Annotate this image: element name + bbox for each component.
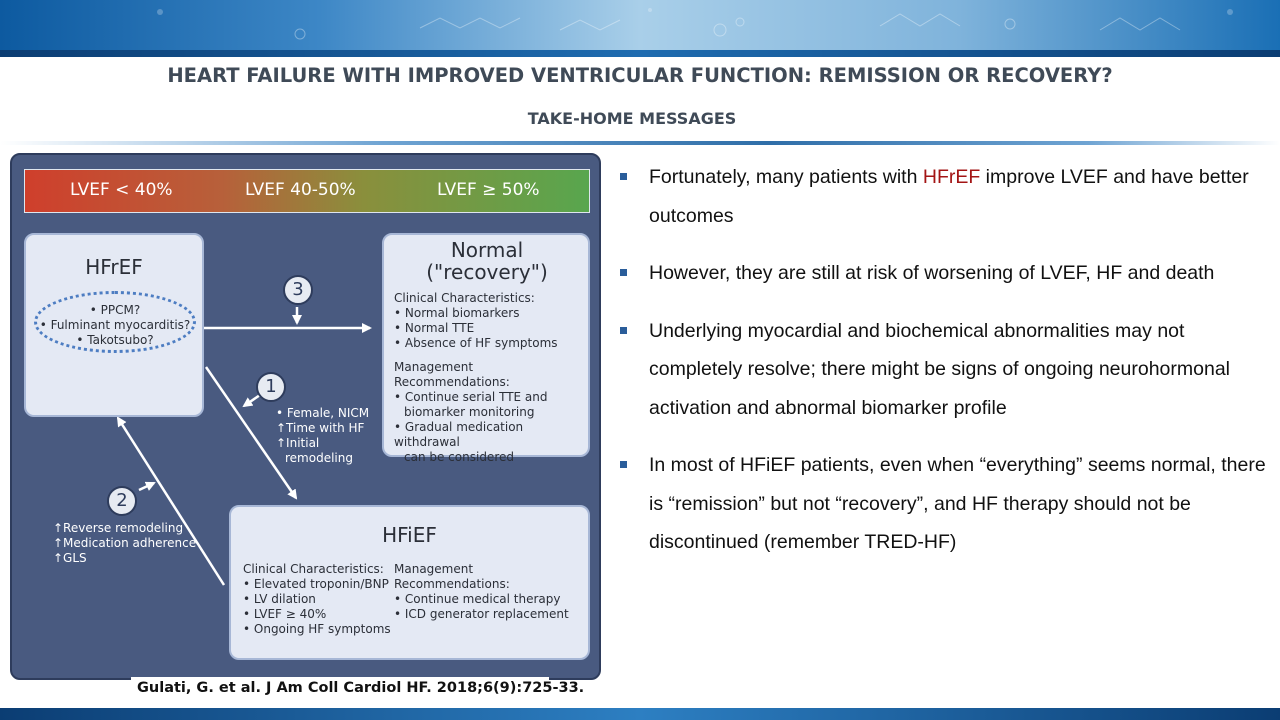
bullet-highlight: HFrEF: [922, 166, 981, 188]
bullet-text: In most of HFiEF patients, even when “ev…: [649, 454, 1266, 553]
title-divider: [0, 141, 1280, 145]
lvef-label-low: LVEF < 40%: [70, 180, 173, 200]
hfief-management-column: Management Recommendations: • Continue m…: [394, 562, 588, 622]
lvef-gradient-bar: LVEF < 40% LVEF 40-50% LVEF ≥ 50%: [24, 169, 590, 213]
hfief-clinical-column: Clinical Characteristics: • Elevated tro…: [243, 562, 391, 637]
pathway-1-factors: • Female, NICM ↑Time with HF ↑Initial re…: [276, 406, 369, 466]
arrow-hfref-to-hfief: [204, 366, 298, 500]
arrow-pointer-1: [242, 393, 261, 408]
arrow-hfief-to-hfref: [116, 416, 226, 586]
step-number-2: 2: [107, 486, 137, 516]
factor-text: remodeling: [285, 451, 353, 465]
lvef-label-mid: LVEF 40-50%: [245, 180, 356, 200]
hfref-title: HFrEF: [85, 255, 143, 279]
hfref-box: HFrEF • PPCM? • Fulminant myocarditis? •…: [24, 233, 204, 417]
square-bullet-icon: [620, 269, 627, 276]
top-banner: [0, 0, 1280, 50]
molecule-pattern-icon: [157, 8, 1233, 40]
normal-recovery-box: Normal ("recovery") Clinical Characteris…: [382, 233, 590, 464]
bullet-text: Fortunately, many patients with: [649, 166, 923, 188]
factor-text: ↑Reverse remodeling: [53, 521, 184, 535]
normal-clinical-item: • Absence of HF symptoms: [394, 336, 558, 350]
normal-clinical-item: • Normal biomarkers: [394, 306, 520, 320]
take-home-bullets: Fortunately, many patients with HFrEF im…: [620, 158, 1275, 581]
factor-text: • Female, NICM: [276, 406, 370, 420]
hfief-title: HFiEF: [382, 523, 437, 547]
factor-text: ↑GLS: [53, 551, 87, 565]
hfief-box: HFiEF Clinical Characteristics: • Elevat…: [229, 505, 590, 660]
normal-management-item: biomarker monitoring: [404, 405, 535, 419]
square-bullet-icon: [620, 461, 627, 468]
bullet-text: improve LVEF and have better outcomes: [649, 166, 1249, 227]
bullet-item: In most of HFiEF patients, even when “ev…: [620, 446, 1275, 562]
pathway-2-factors: ↑Reverse remodeling ↑Medication adherenc…: [53, 521, 196, 566]
normal-management-item: • Gradual medication withdrawal: [394, 420, 524, 449]
square-bullet-icon: [620, 173, 627, 180]
normal-subtitle: ("recovery"): [426, 260, 548, 284]
normal-management-item: • Continue serial TTE and: [394, 390, 548, 404]
hfief-clinical-heading: Clinical Characteristics:: [243, 562, 384, 576]
square-bullet-icon: [620, 326, 627, 334]
hfief-clinical-item: • Ongoing HF symptoms: [243, 622, 391, 636]
step-number-1: 1: [256, 372, 286, 402]
bullet-item: Underlying myocardial and biochemical ab…: [620, 312, 1275, 428]
arrow-pointer-2: [138, 481, 156, 492]
banner-stripe: [0, 50, 1280, 57]
diagram-arrows: [116, 307, 372, 586]
bottom-banner: [0, 708, 1280, 720]
normal-title: Normal: [450, 238, 524, 262]
hfief-clinical-item: • Elevated troponin/BNP: [243, 577, 389, 591]
slide-subtitle: TAKE-HOME MESSAGES: [527, 109, 737, 128]
hfref-cause-myocarditis: • Fulminant myocarditis?: [39, 318, 191, 332]
lvef-label-high: LVEF ≥ 50%: [437, 180, 540, 200]
hfief-management-heading: Management Recommendations:: [394, 562, 510, 591]
factor-text: ↑Initial: [276, 436, 320, 450]
step-number-3: 3: [283, 275, 313, 305]
bullet-item: Fortunately, many patients with HFrEF im…: [620, 158, 1275, 235]
bullet-text: However, they are still at risk of worse…: [649, 262, 1215, 284]
normal-management-heading: Management Recommendations:: [394, 360, 510, 389]
factor-text: ↑Time with HF: [276, 421, 365, 435]
bullet-item: However, they are still at risk of worse…: [620, 254, 1275, 293]
hfief-clinical-item: • LV dilation: [243, 592, 316, 606]
factor-text: ↑Medication adherence: [53, 536, 197, 550]
figure-citation: Gulati, G. et al. J Am Coll Cardiol HF. …: [131, 677, 584, 701]
hfref-cause-ppcm: • PPCM?: [89, 303, 141, 317]
hfref-cause-takotsubo: • Takotsubo?: [76, 333, 154, 347]
hfief-management-item: • Continue medical therapy: [394, 592, 561, 606]
bullet-text: Underlying myocardial and biochemical ab…: [649, 319, 1231, 419]
hfief-management-item: • ICD generator replacement: [394, 607, 569, 621]
hf-diagram-figure: LVEF < 40% LVEF 40-50% LVEF ≥ 50% HFrEF …: [10, 153, 601, 680]
normal-clinical-item: • Normal TTE: [394, 321, 475, 335]
normal-clinical-heading: Clinical Characteristics:: [394, 291, 535, 305]
normal-management-item: can be considered: [404, 450, 514, 464]
hfief-clinical-item: • LVEF ≥ 40%: [243, 607, 327, 621]
hfref-causes-ellipse: • PPCM? • Fulminant myocarditis? • Takot…: [34, 291, 196, 353]
slide-title: HEART FAILURE WITH IMPROVED VENTRICULAR …: [167, 64, 1113, 87]
